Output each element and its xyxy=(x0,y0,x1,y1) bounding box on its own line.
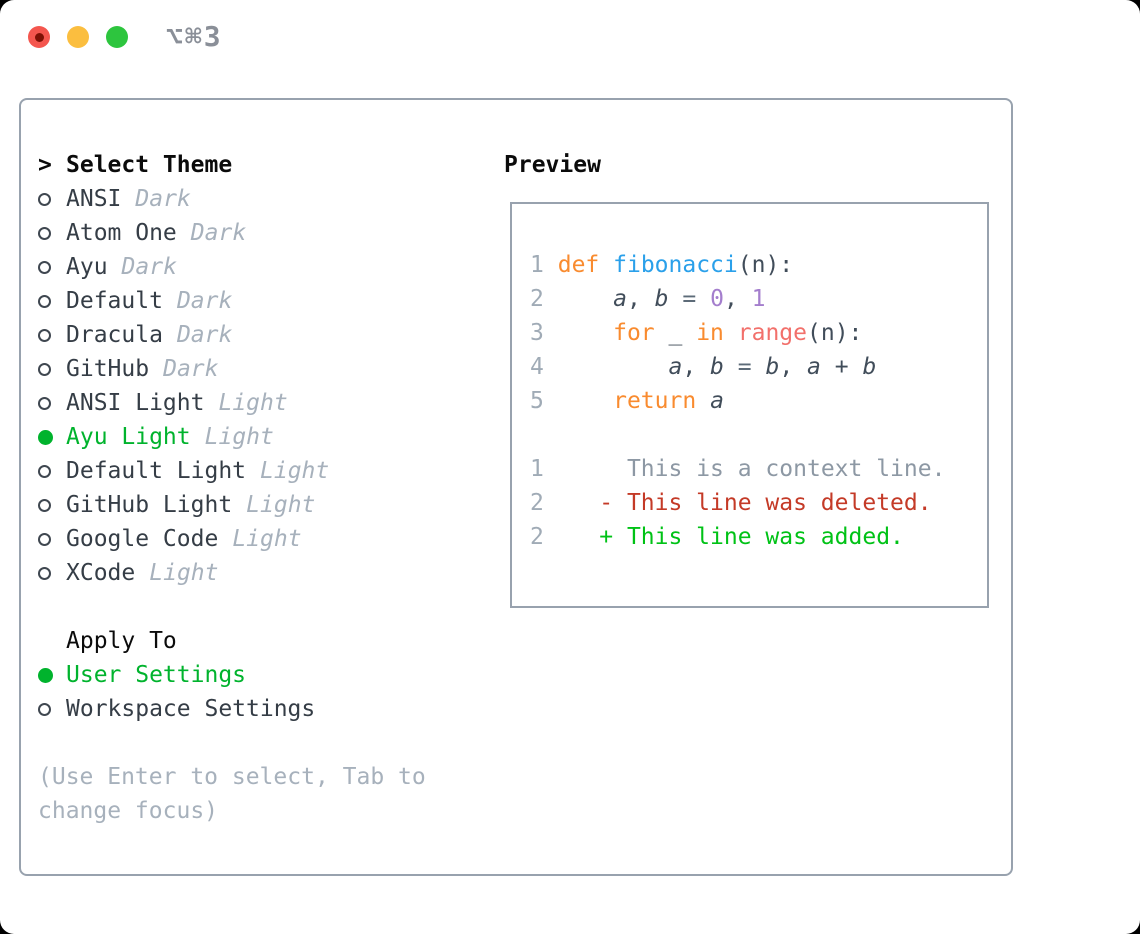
radio-icon xyxy=(38,362,51,376)
code-line: 2 a, b = 0, 1 xyxy=(530,286,766,312)
preview-box: 1 def fibonacci(n): 2 a, b = 0, 1 3 for … xyxy=(510,202,989,608)
option-label: XCode xyxy=(66,560,136,586)
theme-variant-badge: Light xyxy=(149,560,219,586)
theme-variant-badge: Dark xyxy=(176,322,233,348)
spacer xyxy=(38,590,504,624)
option-label: Atom One xyxy=(66,220,177,246)
minimize-button[interactable] xyxy=(67,26,89,48)
theme-option[interactable]: Ayu Dark xyxy=(38,250,504,284)
spacer xyxy=(38,726,504,760)
hint-text: (Use Enter to select, Tab to change focu… xyxy=(38,764,426,824)
option-label: ANSI Light xyxy=(66,390,205,416)
close-button-dot xyxy=(34,32,44,42)
code-line: 4 a, b = b, a + b xyxy=(530,354,877,380)
code-line: 1 This is a context line. xyxy=(530,456,946,482)
close-button[interactable] xyxy=(28,26,50,48)
radio-icon xyxy=(38,702,51,716)
theme-variant-badge: Light xyxy=(218,390,288,416)
code-line: 2 - This line was deleted. xyxy=(530,490,932,516)
radio-icon xyxy=(38,464,51,478)
theme-variant-badge: Dark xyxy=(135,186,191,212)
theme-variant-badge: Dark xyxy=(163,356,219,382)
radio-icon xyxy=(38,498,51,512)
preview-title: Preview xyxy=(504,152,601,178)
code-line: 2 + This line was added. xyxy=(530,524,904,550)
theme-variant-badge: Light xyxy=(246,492,316,518)
preview-column: Preview 1 def fibonacci(n): 2 a, b = 0, … xyxy=(504,148,1011,874)
theme-option[interactable]: Default Light Light xyxy=(38,454,504,488)
radio-icon xyxy=(38,260,51,274)
theme-variant-badge: Light xyxy=(232,526,302,552)
code-line: 5 return a xyxy=(530,388,724,414)
option-label: Default Light xyxy=(66,458,247,484)
radio-icon xyxy=(38,226,51,240)
theme-option[interactable]: ANSI Dark xyxy=(38,182,504,216)
radio-selected-icon xyxy=(38,667,53,683)
theme-option[interactable]: Google Code Light xyxy=(38,522,504,556)
code-line: 3 for _ in range(n): xyxy=(530,320,863,346)
option-label: Dracula xyxy=(66,322,163,348)
option-label: User Settings xyxy=(66,662,247,688)
option-label: Workspace Settings xyxy=(66,696,316,722)
theme-variant-badge: Dark xyxy=(190,220,247,246)
theme-option[interactable]: XCode Light xyxy=(38,556,504,590)
window-title-shortcut: ⌥⌘3 xyxy=(166,20,223,53)
radio-icon xyxy=(38,294,51,308)
theme-variant-badge: Light xyxy=(204,424,274,450)
select-theme-title: Select Theme xyxy=(66,152,233,178)
cursor-caret-icon: > xyxy=(38,152,52,178)
radio-selected-icon xyxy=(38,429,53,445)
option-label: GitHub xyxy=(66,356,150,382)
apply-to-header: Apply To xyxy=(38,624,504,658)
radio-icon xyxy=(38,566,51,580)
theme-option[interactable]: Ayu Light Light xyxy=(38,420,504,454)
option-label: Default xyxy=(66,288,163,314)
theme-variant-badge: Dark xyxy=(121,254,177,280)
radio-icon xyxy=(38,532,51,546)
option-label: Google Code xyxy=(66,526,219,552)
theme-variant-badge: Light xyxy=(260,458,330,484)
option-label: GitHub Light xyxy=(66,492,233,518)
theme-option[interactable]: Default Dark xyxy=(38,284,504,318)
theme-option[interactable]: Dracula Dark xyxy=(38,318,504,352)
radio-icon xyxy=(38,192,51,206)
code-line: 1 def fibonacci(n): xyxy=(530,252,794,278)
theme-option[interactable]: Atom One Dark xyxy=(38,216,504,250)
apply-to-title: Apply To xyxy=(66,628,177,654)
theme-variant-badge: Dark xyxy=(176,288,233,314)
select-theme-header: > Select Theme xyxy=(38,148,504,182)
theme-option[interactable]: GitHub Dark xyxy=(38,352,504,386)
theme-option[interactable]: GitHub Light Light xyxy=(38,488,504,522)
radio-icon xyxy=(38,396,51,410)
preview-code: 1 def fibonacci(n): 2 a, b = 0, 1 3 for … xyxy=(530,248,987,554)
option-label: Ayu Light xyxy=(66,424,191,450)
radio-icon xyxy=(38,328,51,342)
apply-option[interactable]: User Settings xyxy=(38,658,504,692)
option-label: ANSI xyxy=(66,186,122,212)
option-label: Ayu xyxy=(66,254,108,280)
apply-option[interactable]: Workspace Settings xyxy=(38,692,504,726)
zoom-button[interactable] xyxy=(106,26,128,48)
theme-option[interactable]: ANSI Light Light xyxy=(38,386,504,420)
